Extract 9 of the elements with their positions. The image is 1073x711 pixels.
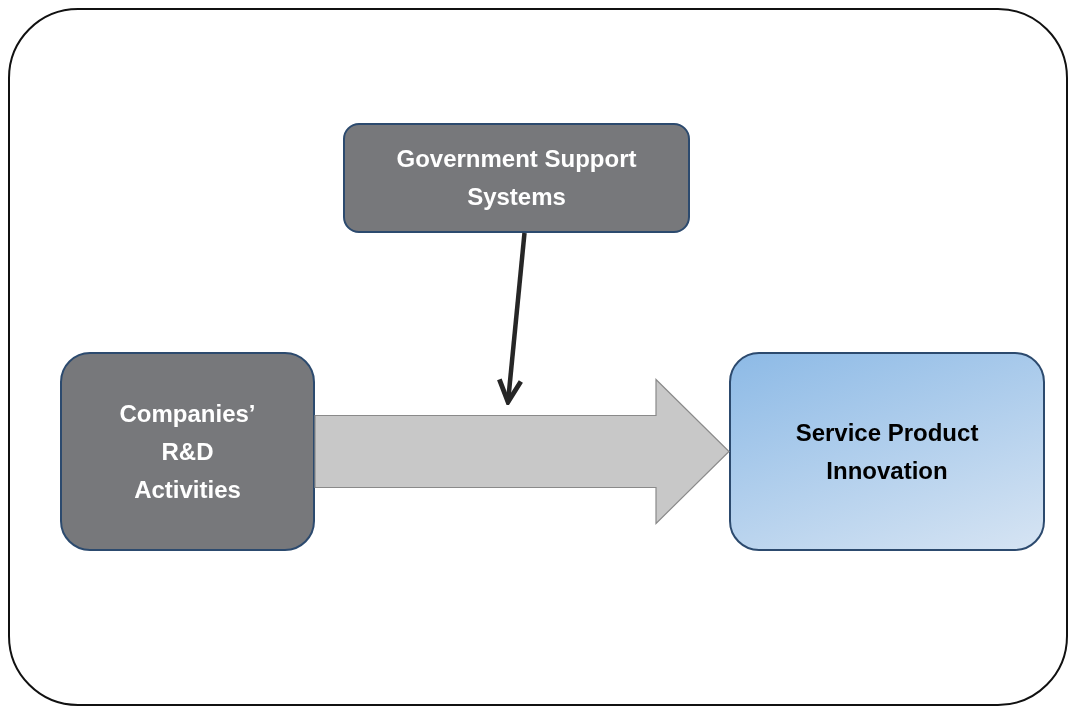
block-arrow <box>314 378 730 525</box>
box-label: Government Support Systems <box>395 144 638 212</box>
process-box <box>343 123 690 233</box>
process-box <box>729 352 1045 551</box>
frame-box <box>8 8 1068 706</box>
arrow <box>496 232 527 405</box>
process-box <box>60 352 315 551</box>
box-label: Companies’ R&D Activities <box>118 398 257 505</box>
box-label: Service Product Innovation <box>794 417 980 486</box>
